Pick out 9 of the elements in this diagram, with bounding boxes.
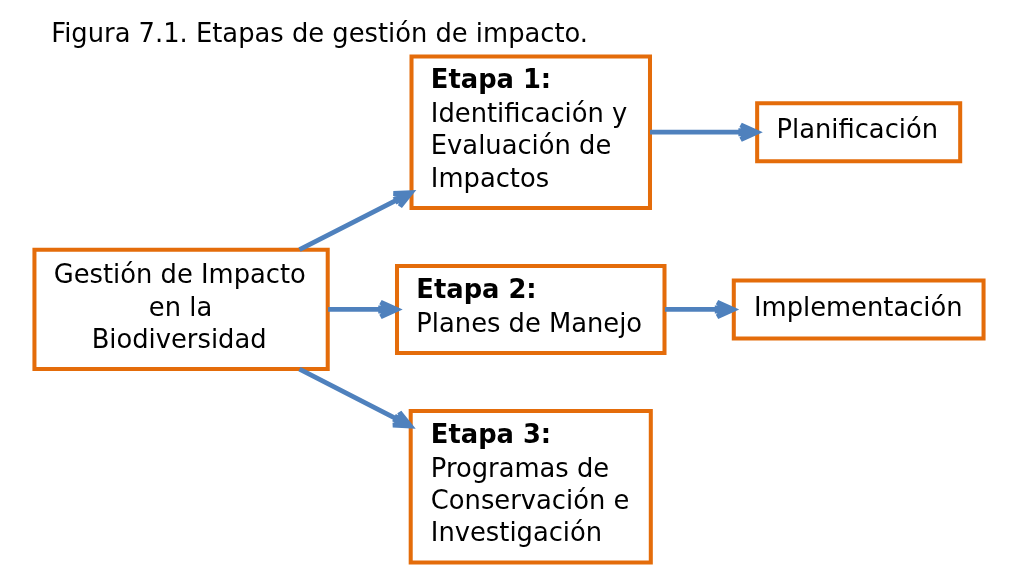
node-box: Etapa 1: Identificación y Evaluación de Impactos [409, 54, 652, 210]
arrow [664, 299, 736, 320]
node-box: Planificación [754, 101, 962, 164]
diagram-title: Figura 7.1. Etapas de gestión de impacto. [50, 17, 588, 48]
node-box: Gestión de Impacto en la Biodiversidad [31, 247, 330, 372]
node-box: Etapa 2: Planes de Manejo [394, 263, 666, 355]
arrow [297, 367, 413, 429]
node-box: Implementación [731, 278, 986, 341]
node-box: Etapa 3: Programas de Conservación e Investigación [408, 408, 653, 565]
